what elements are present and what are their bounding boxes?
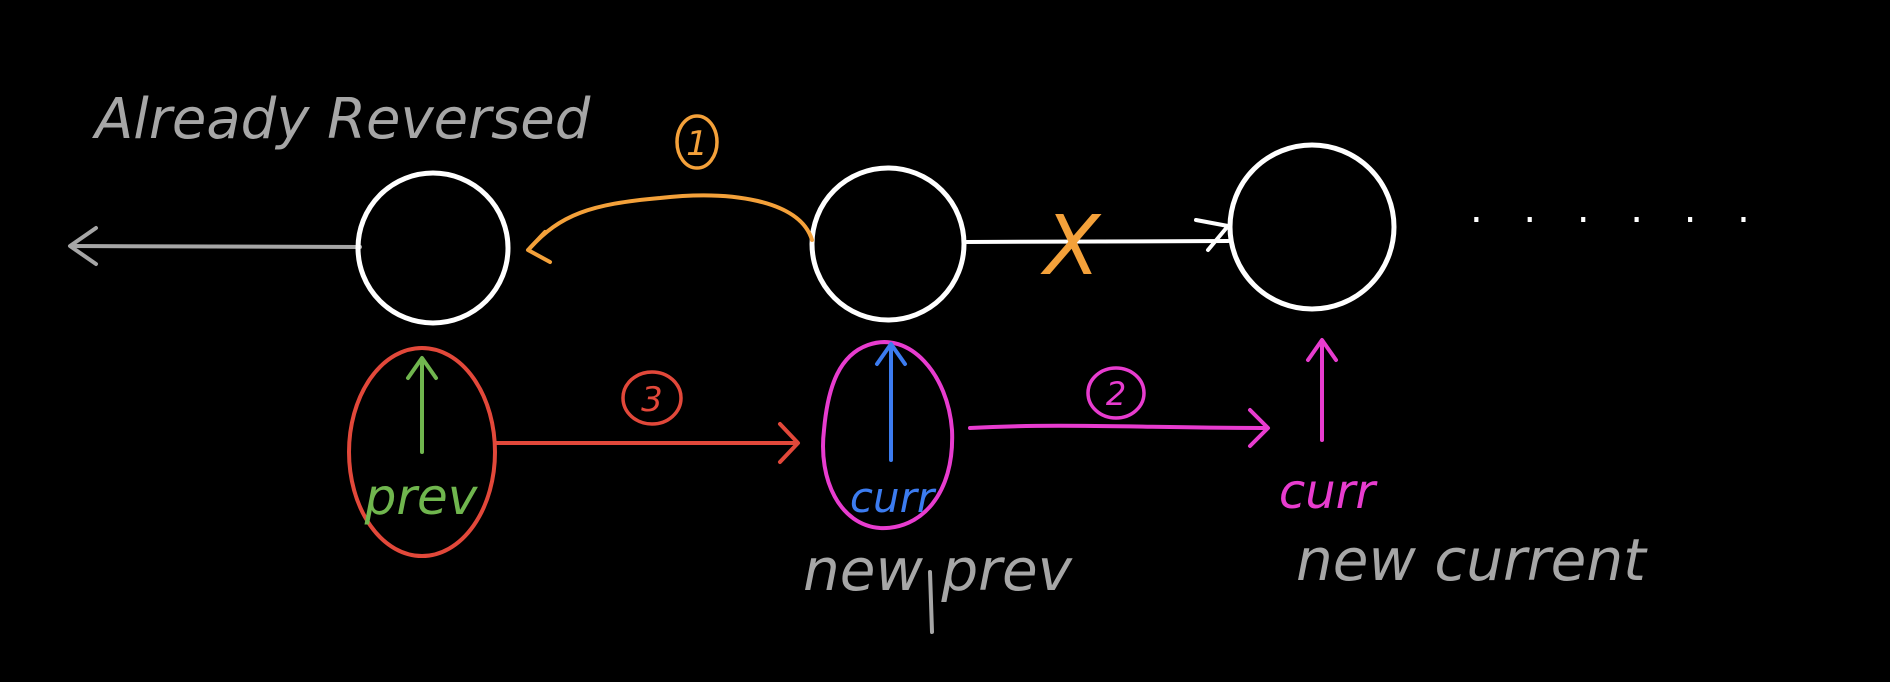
curr-highlight [821,340,955,531]
step-2-badge: 2 [1086,366,1146,420]
step-1-number: 1 [686,124,708,164]
original-next-pointer [964,218,1230,252]
step-3-move-prev-arrow [493,422,800,464]
cut-mark: X [1040,199,1102,294]
step-1-reverse-pointer [526,193,814,264]
next-node [1227,142,1397,312]
prev-label: prev [364,468,479,526]
curr-node [809,165,967,323]
step-3-badge: 3 [621,370,683,426]
already-reversed-label: Already Reversed [92,87,591,152]
prev-pointer-arrow [406,356,438,454]
ellipsis: . . . . . . [1470,186,1764,232]
prev-node [355,170,511,326]
next-curr-pointer-arrow [1306,338,1338,442]
step-3-number: 3 [641,380,663,420]
new-prev-tail [928,570,934,634]
curr-label: curr [850,473,937,522]
prev-highlight [347,346,497,558]
new-prev-label: new prev [803,536,1074,604]
next-curr-label: curr [1279,464,1379,520]
step-2-number: 2 [1106,375,1126,413]
curr-pointer-arrow [875,342,907,462]
reversed-link-arrow [68,226,362,266]
new-current-label: new current [1296,526,1648,594]
step-2-move-curr-arrow [968,408,1270,448]
step-1-badge: 1 [675,114,719,170]
